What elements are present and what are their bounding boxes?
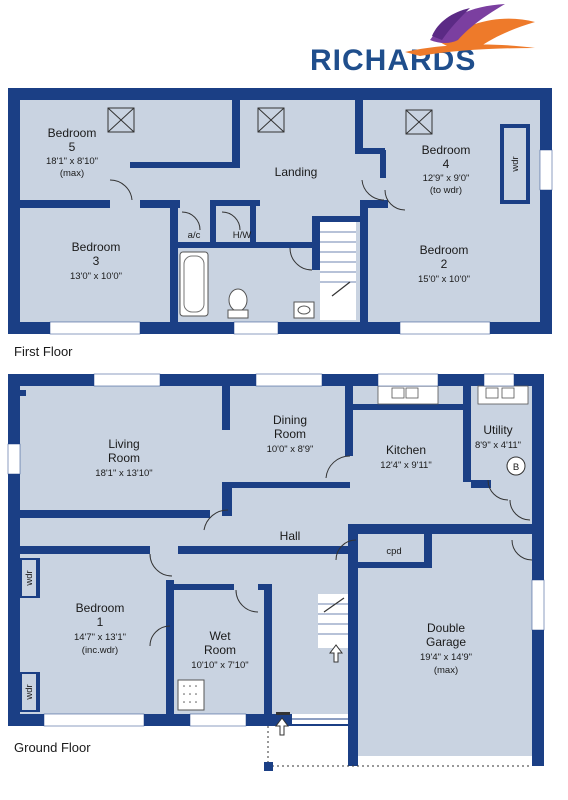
living-room-name-2: Room: [108, 451, 140, 465]
ground-floor-doors: [149, 455, 533, 647]
boiler-label: B: [513, 462, 519, 473]
toilet: [228, 288, 248, 312]
first-floor-interior-walls: [20, 100, 530, 322]
kitchen-name: Kitchen: [386, 443, 426, 457]
bedroom3-name: Bedroom: [72, 240, 121, 254]
bedroom1-name: Bedroom: [76, 601, 125, 615]
cupboard-label: cpd: [386, 546, 401, 557]
loft-hatches: [107, 107, 433, 135]
bedroom5-name: Bedroom: [48, 126, 97, 140]
bedroom3-dims: 13'0" x 10'0": [70, 271, 122, 282]
ground-floor-plan: B: [7, 373, 545, 771]
first-floor-windows: [49, 149, 553, 335]
wardrobe-bottom-inner: [22, 674, 36, 710]
living-room-dims: 18'1" x 13'10": [95, 468, 152, 479]
bedroom4-name: Bedroom: [422, 143, 471, 157]
bedroom2-dims: 15'0" x 10'0": [418, 274, 470, 285]
wardrobe-label-ff: wdr: [510, 156, 521, 172]
shower-tray: [177, 679, 205, 711]
utility-name: Utility: [483, 423, 512, 437]
wet-room-name: Wet: [209, 629, 231, 643]
ground-floor-stairs: [318, 594, 348, 663]
bedroom5-number: 5: [69, 140, 76, 154]
wardrobe-label-bottom: wdr: [24, 684, 35, 700]
ground-floor-windows: [7, 373, 545, 727]
garage-note: (max): [434, 665, 458, 676]
first-floor-floor: [20, 100, 540, 322]
first-floor-label: First Floor: [14, 344, 73, 359]
dining-room-dims: 10'0" x 8'9": [267, 444, 314, 455]
boiler: [506, 456, 526, 476]
bedroom1-number: 1: [97, 615, 104, 629]
front-entrance: [264, 712, 532, 771]
entrance-arrow-icon: [275, 717, 289, 736]
bedroom4-number: 4: [443, 157, 450, 171]
first-floor-plan: Bedroom 5 18'1" x 8'10" (max) Landing Be…: [8, 88, 553, 359]
garage-name-2: Garage: [426, 635, 466, 649]
kitchen-units: B: [377, 385, 529, 476]
kitchen-dims: 12'4" x 9'11": [380, 460, 431, 471]
logo-feather-orange: [440, 18, 535, 50]
landing-name: Landing: [275, 165, 318, 179]
logo-swoosh: [405, 44, 535, 56]
ground-floor-label: Ground Floor: [14, 740, 91, 755]
logo-feather-purple-2: [432, 8, 470, 40]
hall-name: Hall: [280, 529, 301, 543]
richards-logo: RICHARDS: [310, 4, 535, 77]
wet-room-name-2: Room: [204, 643, 236, 657]
garage-dims: 19'4" x 14'9": [420, 652, 472, 663]
utility-dims: 8'9" x 4'11": [475, 440, 521, 451]
bedroom5-note: (max): [60, 168, 84, 179]
bathroom-fixtures: [179, 251, 315, 319]
bedroom2-name: Bedroom: [420, 243, 469, 257]
dining-room-name: Dining: [273, 413, 307, 427]
dining-room-name-2: Room: [274, 427, 306, 441]
first-floor-stairs: [320, 222, 356, 320]
wardrobe-label-top: wdr: [24, 570, 35, 586]
bedroom4-note: (to wdr): [430, 185, 462, 196]
ground-floor-interior-walls: [20, 386, 491, 726]
logo-feather-purple: [430, 4, 505, 43]
bedroom2-number: 2: [441, 257, 448, 271]
garage-floor: [358, 534, 532, 766]
stairs-up-arrow-icon: [329, 644, 343, 663]
bedroom5-dims: 18'1" x 8'10": [46, 156, 98, 167]
first-floor-doors: [109, 179, 406, 271]
garage-door-opening: [358, 756, 532, 766]
living-room-name: Living: [108, 437, 139, 451]
wardrobe-top-inner: [22, 560, 36, 596]
bedroom1-dims: 14'7" x 13'1": [74, 632, 126, 643]
bedroom3-number: 3: [93, 254, 100, 268]
bedroom4-dims: 12'9" x 9'0": [423, 173, 470, 184]
hot-water-cupboard-label: H/W: [233, 230, 252, 241]
bedroom1-note: (inc.wdr): [82, 645, 118, 656]
airing-cupboard-label: a/c: [188, 230, 201, 241]
wet-room-dims: 10'10" x 7'10": [191, 660, 248, 671]
garage-name: Double: [427, 621, 465, 635]
